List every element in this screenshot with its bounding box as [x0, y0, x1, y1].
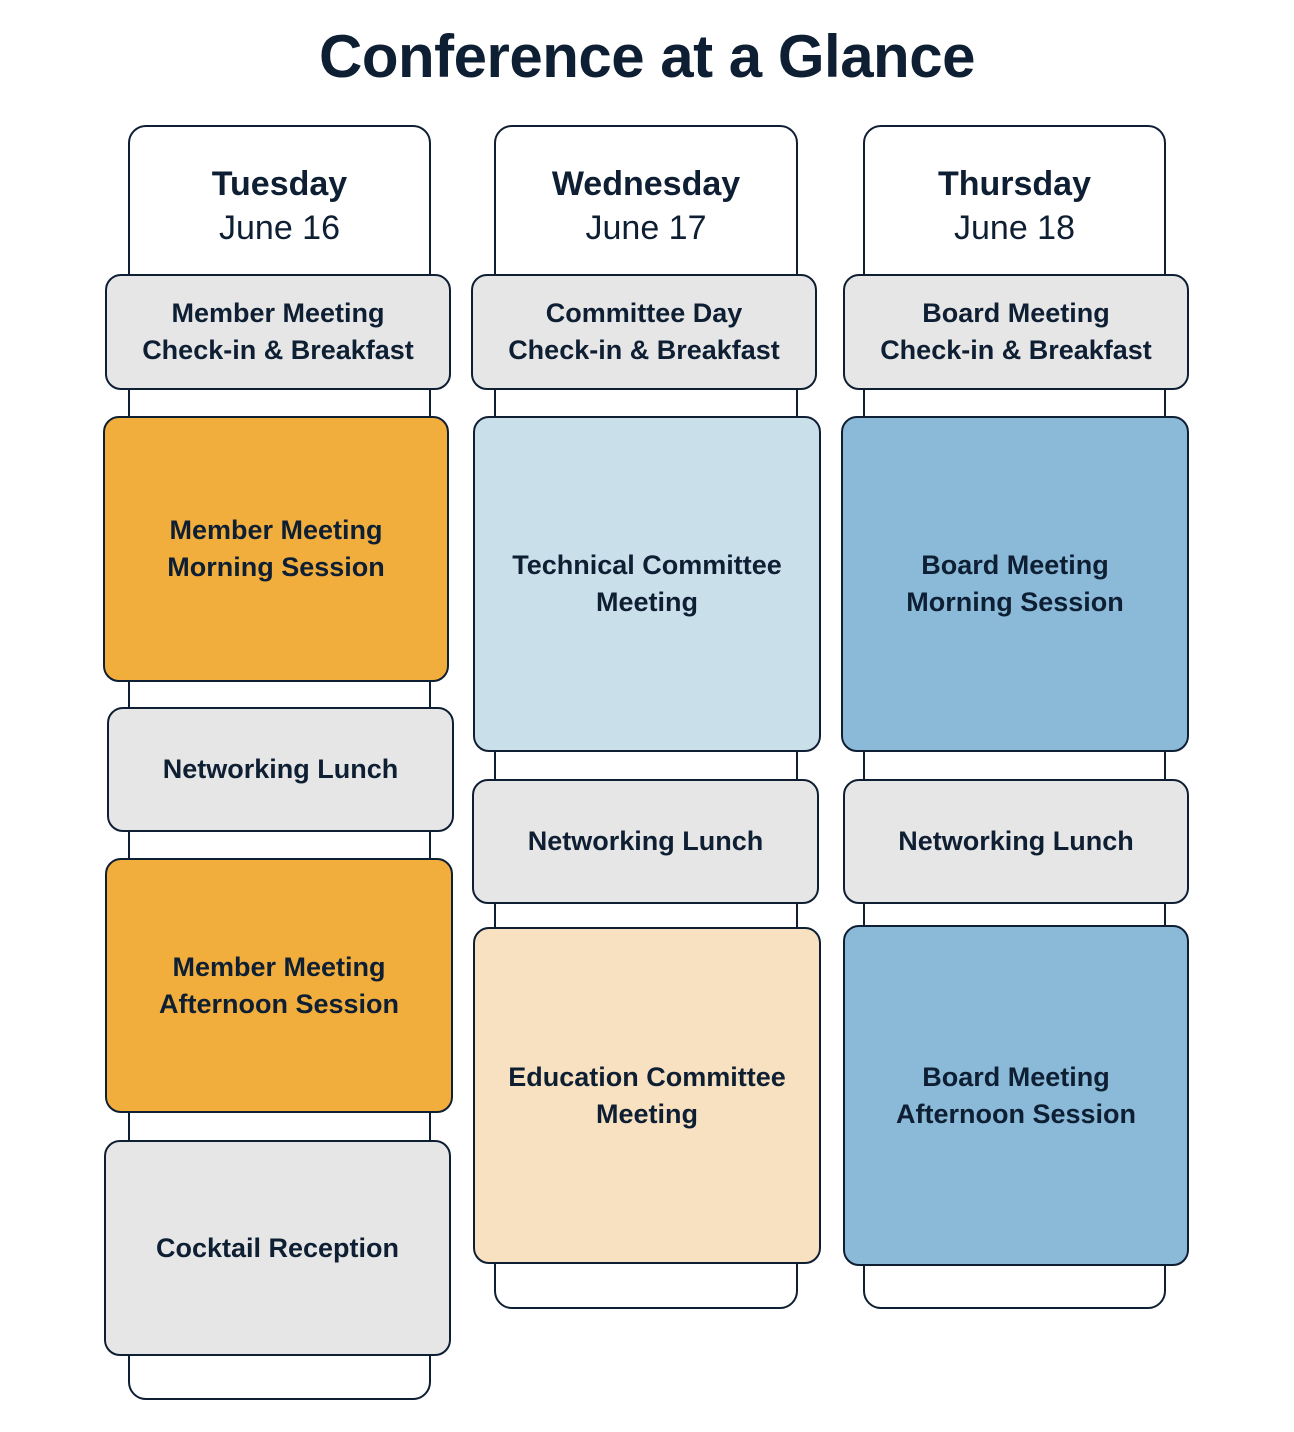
event-label: Meeting [595, 1098, 698, 1129]
event-label: Networking Lunch [527, 826, 764, 856]
event-networking-lunch: Networking Lunch [843, 779, 1189, 904]
event-label: Check-in & Breakfast [142, 335, 414, 365]
event-label: Member Meeting [169, 515, 383, 545]
event-board-afternoon-session: Board Meeting Afternoon Session [843, 925, 1189, 1266]
event-networking-lunch: Networking Lunch [107, 707, 454, 832]
day-name: Wednesday [551, 165, 741, 203]
event-label: Education Committee [508, 1061, 786, 1092]
day-date: June 16 [219, 209, 340, 247]
event-label: Check-in & Breakfast [508, 335, 780, 365]
event-networking-lunch: Networking Lunch [472, 779, 819, 904]
event-technical-committee: Technical Committee Meeting [473, 416, 821, 752]
event-label: Afternoon Session [158, 988, 400, 1019]
event-checkin-breakfast: Member Meeting Check-in & Breakfast [105, 274, 451, 390]
event-checkin-breakfast: Board Meeting Check-in & Breakfast [843, 274, 1189, 390]
event-label: Member Meeting [172, 951, 386, 982]
event-label: Board Meeting [921, 550, 1109, 580]
event-label: Member Meeting [171, 298, 385, 328]
event-label: Committee Day [545, 298, 743, 328]
event-label: Morning Session [167, 552, 385, 582]
event-board-morning-session: Board Meeting Morning Session [841, 416, 1189, 752]
event-label: Networking Lunch [898, 826, 1134, 856]
page-title: Conference at a Glance [319, 23, 975, 90]
event-label: Technical Committee [512, 550, 782, 580]
day-name: Thursday [937, 165, 1092, 203]
event-morning-session: Member Meeting Morning Session [103, 416, 449, 682]
event-label: Afternoon Session [895, 1098, 1137, 1129]
day-date: June 17 [585, 209, 707, 247]
event-education-committee: Education Committee Meeting [473, 927, 821, 1264]
event-label: Cocktail Reception [155, 1232, 400, 1263]
day-date: June 18 [954, 209, 1075, 247]
event-afternoon-session: Member Meeting Afternoon Session [105, 858, 453, 1113]
event-label: Check-in & Breakfast [880, 335, 1152, 365]
event-label: Networking Lunch [162, 754, 399, 784]
event-cocktail-reception: Cocktail Reception [104, 1140, 451, 1356]
event-label: Morning Session [906, 587, 1124, 617]
event-checkin-breakfast: Committee Day Check-in & Breakfast [471, 274, 817, 390]
event-label: Board Meeting [922, 1061, 1110, 1092]
day-name: Tuesday [211, 165, 348, 203]
event-label: Meeting [595, 587, 698, 617]
event-label: Board Meeting [922, 298, 1110, 328]
